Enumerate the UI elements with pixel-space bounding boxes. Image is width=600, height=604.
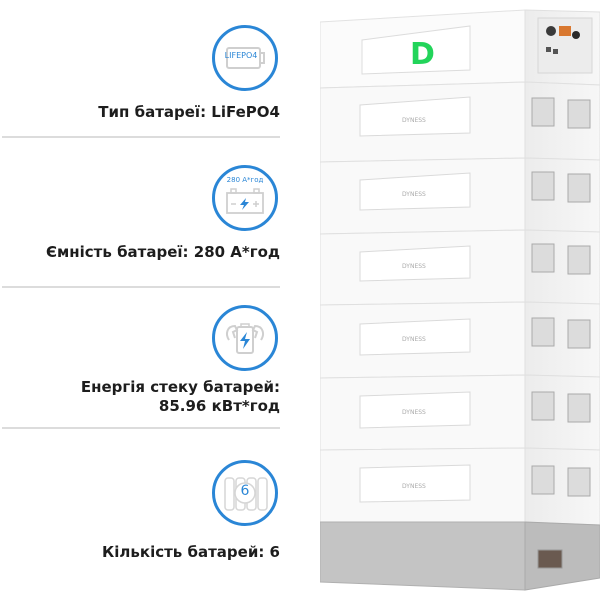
feature-text: 85.96 кВт*год bbox=[158, 397, 280, 415]
svg-text:DYNESS: DYNESS bbox=[402, 409, 426, 416]
battery-count-icon bbox=[224, 477, 268, 511]
svg-text:DYNESS: DYNESS bbox=[402, 117, 426, 124]
divider bbox=[2, 286, 280, 288]
feature-text: Ємність батареї: 280 А*год bbox=[46, 243, 280, 261]
feature-text: Тип батареї: LiFePO4 bbox=[98, 103, 280, 121]
battery-cabinet-illustration: D DYNESS DYNESS DYNESS bbox=[319, 9, 600, 591]
features-panel: LIFEPO4 Тип батареї: LiFePO4 280 А*год Є… bbox=[0, 0, 285, 600]
icon-label: 280 А*год bbox=[226, 176, 264, 184]
battery-stack-energy-icon bbox=[226, 323, 264, 354]
icon-label: LIFEPO4 bbox=[224, 51, 258, 60]
battery-module: DYNESS bbox=[319, 447, 600, 526]
cabinet-base bbox=[319, 521, 600, 591]
battery-module: DYNESS bbox=[319, 157, 600, 235]
feature-icon-circle bbox=[212, 305, 278, 371]
svg-text:DYNESS: DYNESS bbox=[402, 263, 426, 270]
battery-module: DYNESS bbox=[319, 374, 600, 451]
lifepo4-battery-icon bbox=[226, 47, 265, 69]
battery-module: DYNESS bbox=[319, 301, 600, 379]
car-battery-icon bbox=[226, 188, 264, 214]
svg-text:DYNESS: DYNESS bbox=[402, 483, 426, 490]
divider bbox=[2, 427, 280, 429]
feature-icon-circle: 6 bbox=[212, 460, 278, 526]
divider bbox=[2, 136, 280, 138]
feature-battery-capacity: Ємність батареї: 280 А*год bbox=[46, 243, 280, 262]
svg-text:D: D bbox=[410, 37, 435, 72]
feature-icon-circle: LIFEPO4 bbox=[212, 25, 278, 91]
svg-text:DYNESS: DYNESS bbox=[402, 191, 426, 198]
icon-label: 6 bbox=[240, 483, 250, 499]
feature-battery-count: Кількість батарей: 6 bbox=[102, 543, 280, 562]
battery-stack-image: D DYNESS DYNESS DYNESS bbox=[319, 0, 600, 600]
feature-text: Енергія стеку батарей: bbox=[80, 378, 280, 396]
svg-text:DYNESS: DYNESS bbox=[402, 336, 426, 343]
battery-module: DYNESS bbox=[319, 81, 600, 163]
feature-battery-type: Тип батареї: LiFePO4 bbox=[98, 103, 280, 122]
battery-module: DYNESS bbox=[319, 229, 600, 306]
feature-stack-energy: Енергія стеку батарей: 85.96 кВт*год bbox=[81, 378, 280, 416]
feature-icon-circle: 280 А*год bbox=[212, 165, 278, 231]
feature-text: Кількість батарей: 6 bbox=[102, 543, 280, 561]
